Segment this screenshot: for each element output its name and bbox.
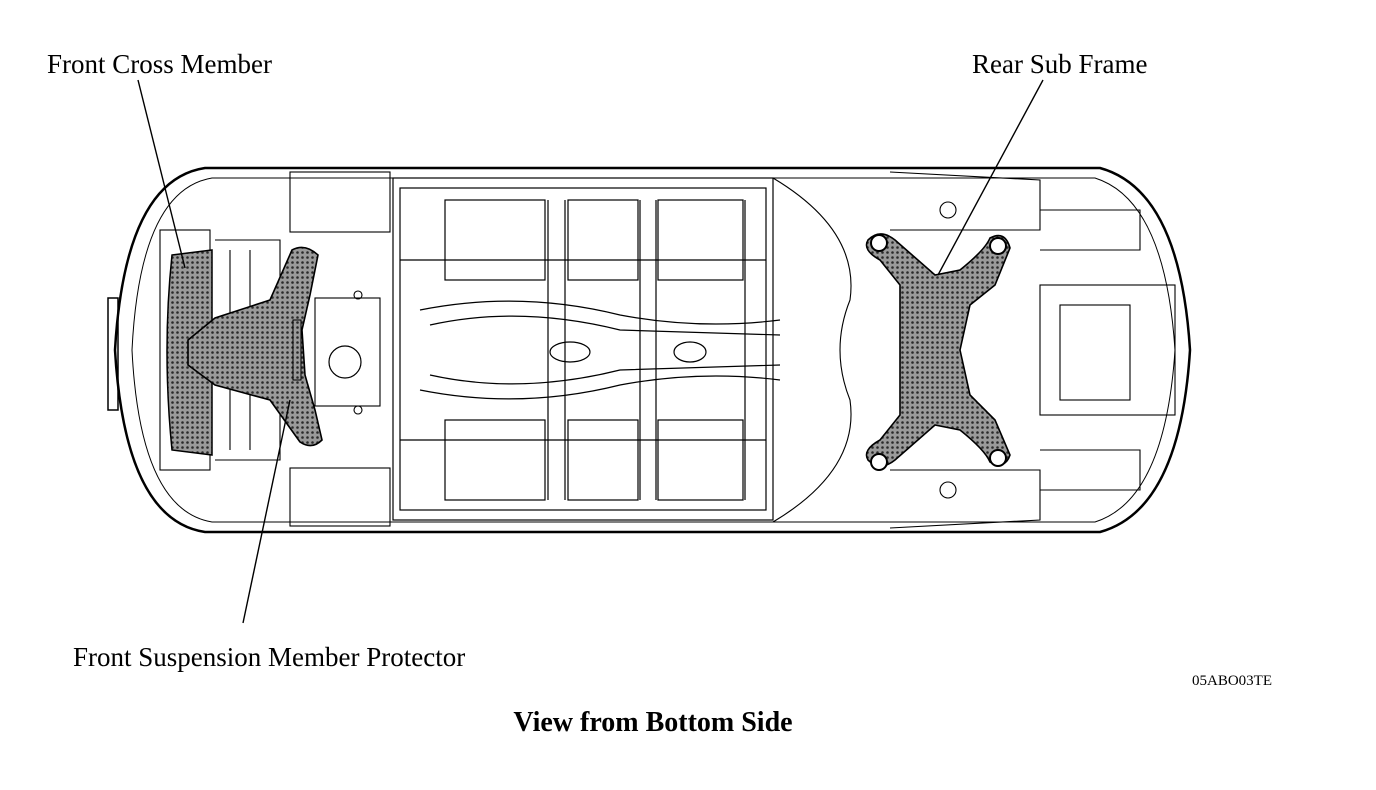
leader-lines — [137, 79, 1044, 624]
floor-pan — [392, 177, 774, 521]
rear-structure — [772, 171, 1176, 529]
rear-sub-frame-shape — [865, 233, 1011, 467]
label-front-cross-member: Front Cross Member — [47, 49, 272, 79]
label-rear-sub-frame: Rear Sub Frame — [972, 49, 1148, 79]
vehicle-body-inner-outline — [131, 177, 1176, 523]
label-front-suspension-member-protector: Front Suspension Member Protector — [73, 642, 466, 672]
front-bumper-tab — [107, 297, 119, 411]
rear-sub-frame-bushings — [870, 234, 1007, 471]
leader-line-rear-sub-frame — [937, 79, 1044, 276]
center-tunnel — [328, 300, 781, 400]
figure-caption: View from Bottom Side — [513, 707, 793, 738]
leader-line-front-cross-member — [137, 79, 186, 269]
figure-code: 05ABO03TE — [1192, 673, 1272, 689]
vehicle-body-outline — [113, 166, 1192, 534]
protector-slot — [292, 319, 302, 381]
leader-line-front-suspension-member-protector — [242, 399, 291, 624]
front-suspension-member-protector-shape — [187, 246, 323, 447]
